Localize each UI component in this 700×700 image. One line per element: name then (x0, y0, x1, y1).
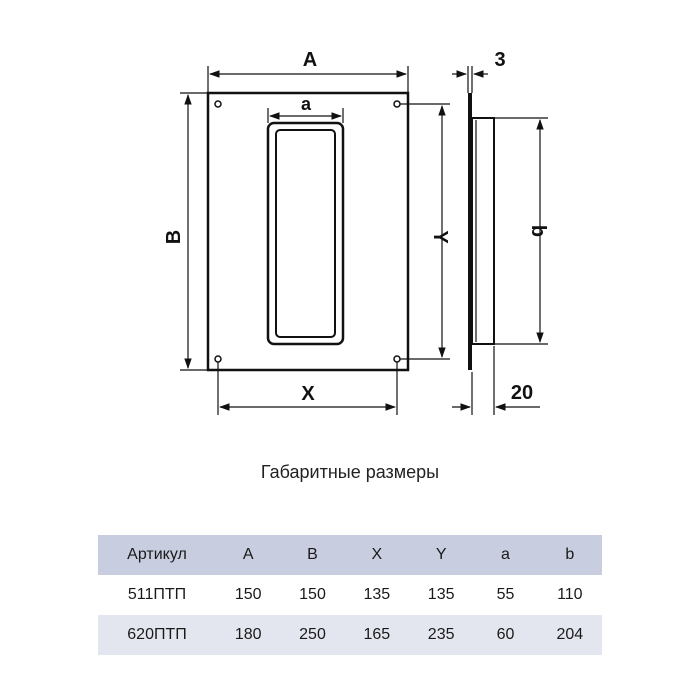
table-cell: 620ПТП (127, 626, 187, 643)
opening-inner (275, 129, 336, 338)
header-A: A (242, 546, 254, 563)
table-cell: 110 (557, 586, 583, 603)
mount-hole-bottom-right (393, 355, 401, 363)
header-X: X (371, 546, 383, 563)
table-cell: 204 (556, 626, 584, 643)
dim-A (207, 66, 409, 93)
header-a: a (501, 546, 510, 563)
dimensions-table: Артикул A B X Y a b 511ПТП 150 150 135 1… (98, 535, 602, 655)
table-row: 511ПТП 150 150 135 135 55 110 (98, 575, 602, 615)
dim-20 (452, 346, 540, 415)
table-cell: 511ПТП (127, 586, 187, 603)
table-cell: 55 (496, 586, 515, 603)
header-b: b (565, 546, 575, 563)
table-cell: 250 (299, 626, 326, 643)
side-spigot (471, 117, 495, 345)
table-cell: 135 (363, 586, 391, 603)
side-view: 3 b 20 (452, 49, 549, 415)
header-B: B (307, 546, 318, 563)
mount-hole-top-left (214, 100, 222, 108)
table-row: 620ПТП 180 250 165 235 60 204 (98, 615, 602, 655)
table-cell: 60 (496, 626, 515, 643)
table-cell: 235 (427, 626, 455, 643)
dim-Y (400, 103, 450, 360)
header-article: Артикул (127, 546, 187, 563)
dim-label-b: b (527, 225, 549, 237)
drawing-caption: Габаритные размеры (260, 462, 440, 482)
dim-label-A: A (303, 49, 317, 71)
header-Y: Y (435, 546, 447, 563)
table-cell: 150 (234, 586, 262, 603)
table-cell: 165 (363, 626, 391, 643)
side-flange (468, 93, 472, 370)
dim-label-20: 20 (511, 382, 533, 404)
dim-3 (452, 66, 488, 93)
mount-hole-top-right (393, 100, 401, 108)
dim-label-Y: Y (429, 230, 451, 244)
table-cell: 135 (427, 586, 455, 603)
dimension-drawing: A a B Y X (163, 49, 549, 415)
table-cell: 180 (234, 626, 262, 643)
dim-X (217, 362, 398, 415)
dim-label-B: B (163, 230, 185, 244)
dim-label-X: X (301, 383, 315, 405)
table-cell: 150 (299, 586, 326, 603)
dim-label-3: 3 (494, 49, 505, 71)
dim-b (494, 117, 548, 345)
mount-hole-bottom-left (214, 355, 222, 363)
dim-B (180, 92, 208, 371)
table-header-row: Артикул A B X Y a b (98, 535, 602, 575)
dim-label-a: a (301, 94, 312, 114)
dim-a (267, 108, 344, 123)
front-view: A a B Y X (163, 49, 451, 415)
